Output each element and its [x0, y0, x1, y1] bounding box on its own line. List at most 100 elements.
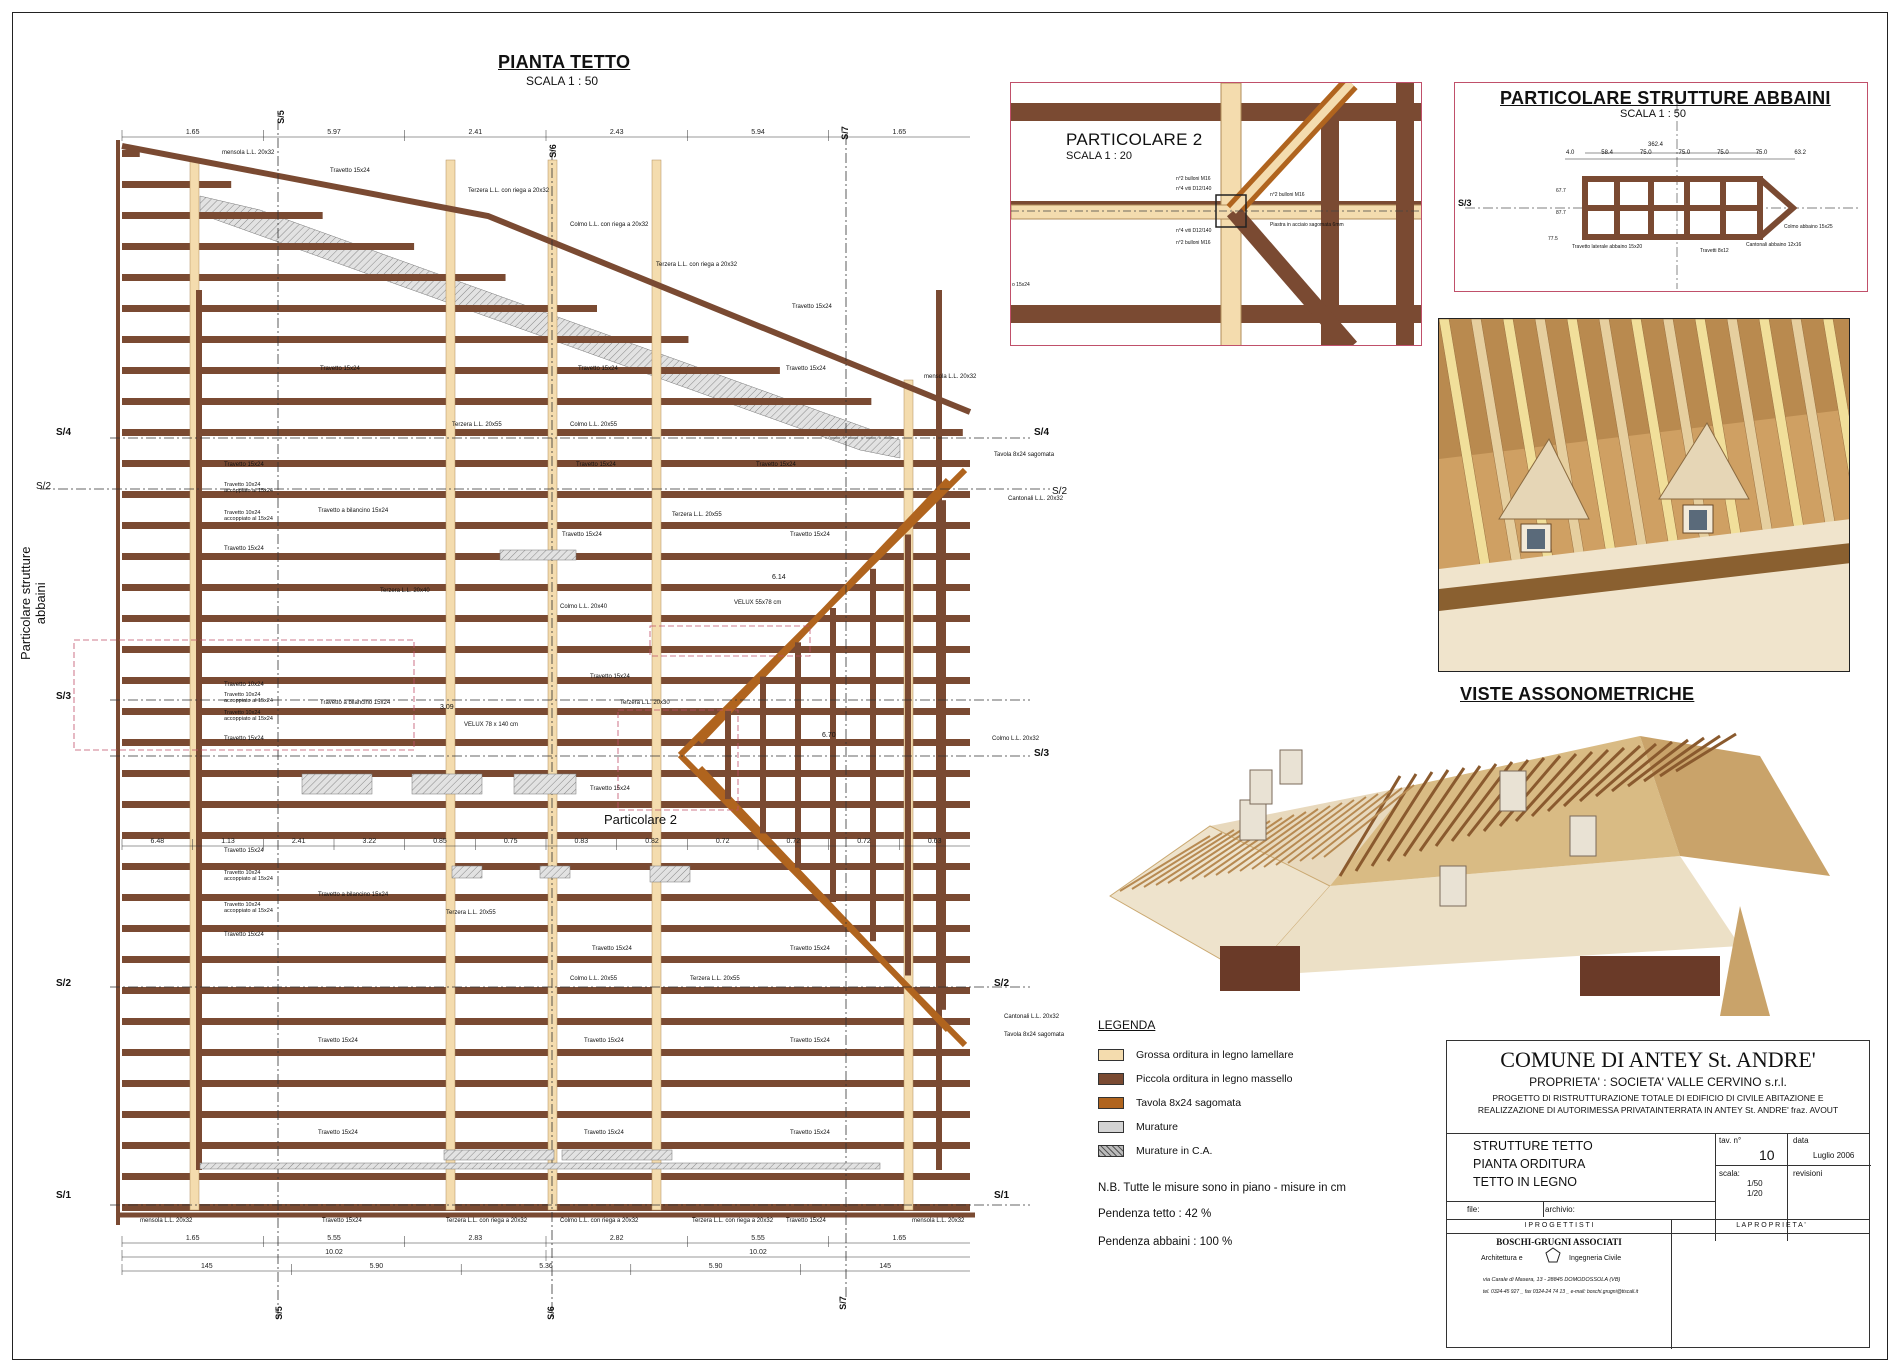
label-tavola-2: Tavola 8x24 sagomata — [1004, 1032, 1065, 1038]
legend-item-tavola: Tavola 8x24 sagomata — [1098, 1094, 1241, 1112]
abbaini-label-cantonali: Cantonali abbaino 12x16 — [1746, 242, 1802, 248]
rafter — [122, 398, 872, 405]
label-travetto-15: Travetto 15x24 — [224, 848, 264, 854]
legend-note: N.B. Tutte le misure sono in piano - mis… — [1098, 1182, 1346, 1194]
legend-item-lamellare: Grossa orditura in legno lamellare — [1098, 1046, 1294, 1064]
p2-note-4: Piastra in acciaio sagomata 6mm — [1270, 222, 1344, 228]
label-travetto-16: Travetto 15x24 — [224, 932, 264, 938]
studio-name: BOSCHI-GRUGNI ASSOCIATI — [1496, 1237, 1622, 1247]
particolare-2-scale: SCALA 1 : 20 — [1066, 150, 1133, 162]
dim-614: 6.14 — [772, 574, 786, 581]
scala-label: scala: — [1719, 1169, 1740, 1178]
purlin — [445, 159, 456, 1211]
section-s2-right: S/2 — [1052, 486, 1068, 497]
label-travetto-1: Travetto 15x24 — [330, 168, 370, 174]
hip-rafter — [697, 477, 951, 745]
section-s6-top: S/6 — [547, 144, 558, 158]
label-travetto-10: Travetto 15x24 — [790, 532, 830, 538]
comune-title: COMUNE DI ANTEY St. ANDRE' — [1500, 1047, 1816, 1072]
mid-dimension: 0.82 — [645, 838, 659, 845]
label-terzera-rieg-1: Terzera L.L. con riega a 20x32 — [468, 188, 550, 194]
title-block: COMUNE DI ANTEY St. ANDRE' PROPRIETA' : … — [1446, 1040, 1871, 1349]
p2-note-1: n°2 bulloni M16 — [1176, 176, 1211, 182]
label-travetto-3: Travetto 15x24 — [320, 366, 360, 372]
mid-dimension: 0.85 — [433, 838, 447, 845]
bottom-dimension-outer: 145 — [879, 1263, 891, 1270]
bottom-dimension-outer: 5.36 — [539, 1263, 553, 1270]
label-travetto-7: Travetto 15x24 — [576, 462, 616, 468]
label-travetto-18: Travetto 15x24 — [790, 946, 830, 952]
label-accoppiato-2: Travetto 10x24 accoppiato al 15x24 — [224, 510, 273, 522]
render-main-drawing — [1109, 732, 1830, 1016]
section-s1-right: S/1 — [994, 1190, 1010, 1201]
rafter — [122, 305, 597, 312]
tav-label: tav. n° — [1719, 1136, 1742, 1145]
masonry-block — [199, 1162, 881, 1170]
label-travetto-20: Travetto 15x24 — [584, 1038, 624, 1044]
scala-2: 1/20 — [1747, 1189, 1763, 1198]
tav-number: 10 — [1759, 1147, 1775, 1163]
abbaini-dim: 75.0 — [1639, 150, 1652, 156]
section-s7-bottom: S/7 — [837, 1296, 848, 1310]
label-travetto-9: Travetto 15x24 — [562, 532, 602, 538]
label-travetto-11: Travetto 15x24 — [224, 546, 264, 552]
label-travetto-21: Travetto 15x24 — [790, 1038, 830, 1044]
file-label: file: — [1467, 1205, 1480, 1214]
abbaini-dim: 4.0 — [1566, 150, 1575, 156]
label-travetto-23: Travetto 15x24 — [584, 1130, 624, 1136]
section-s2-left: S/2 — [36, 481, 52, 492]
p2-note-2: n°4 viti D12/140 — [1176, 186, 1212, 192]
particolare-2-title: PARTICOLARE 2 — [1066, 130, 1203, 149]
masonry-block — [443, 1149, 555, 1161]
label-velux2: VELUX 78 x 140 cm — [464, 722, 519, 728]
abbaini-scale: SCALA 1 : 50 — [1620, 108, 1687, 120]
section-s4-left: S/4 — [56, 427, 72, 438]
rafter — [122, 181, 232, 188]
section-s3-left: S/3 — [56, 691, 72, 702]
rafter — [122, 1142, 970, 1149]
label-mensola-right: mensola L.L. 20x32 — [924, 374, 977, 380]
axonometric-render-main — [1080, 716, 1870, 1016]
rafter — [122, 584, 970, 591]
purlin — [547, 159, 558, 1211]
label-travetto-8: Travetto 15x24 — [756, 462, 796, 468]
views-title: VISTE ASSONOMETRICHE — [1460, 684, 1695, 704]
label-accoppiato-3: Travetto 10x24 accoppiato al 15x24 — [224, 692, 273, 704]
rafter — [122, 1173, 970, 1180]
mid-dimension: 0.72 — [716, 838, 730, 845]
bottom-dimension-total: 10.02 — [749, 1249, 767, 1256]
bottom-dimension: 5.55 — [751, 1235, 765, 1242]
label-terzera-2: Terzera L.L. 20x55 — [672, 512, 722, 518]
label-travetto-14: Travetto 15x24 — [590, 786, 630, 792]
abbaini-label-travetto: Travetto laterale abbaino 15x20 — [1572, 244, 1643, 250]
hip-post — [795, 642, 801, 868]
mid-dimension: 3.22 — [363, 838, 377, 845]
label-colmo-rieg-1: Colmo L.L. con riega a 20x32 — [570, 222, 649, 228]
label-terzera-4: Terzera L.L. 20x55 — [690, 976, 740, 982]
section-s7-top: S/7 — [839, 126, 850, 140]
abbaini-panel — [1454, 82, 1868, 292]
label-accoppiato-1: Travetto 10x24 accoppiato al 15x24 — [224, 482, 273, 494]
abbaini-dim: 75.0 — [1717, 150, 1729, 156]
axonometric-render-top — [1438, 318, 1850, 672]
mid-dimension: 2.41 — [292, 838, 306, 845]
masonry-block — [539, 865, 571, 879]
label-mensola-top: mensola L.L. 20x32 — [222, 150, 275, 156]
section-s5-bottom: S/5 — [273, 1306, 284, 1320]
label-terzera-3: Terzera L.L. 20x55 — [446, 910, 496, 916]
top-dimension: 1.65 — [893, 129, 907, 136]
abbaini-section: S/3 — [1458, 198, 1472, 208]
abbaini-drawing — [1465, 103, 1859, 289]
top-dimension: 2.43 — [610, 129, 624, 136]
label-bilancino-3: Travetto a bilancino 15x24 — [318, 892, 389, 898]
label-travetto-2: Travetto 15x24 — [792, 304, 832, 310]
label-accoppiato-5: Travetto 10x24 accoppiato al 15x24 — [224, 870, 273, 882]
label-mensola-bottom-right: mensola L.L. 20x32 — [912, 1218, 965, 1224]
top-dimension: 2.41 — [469, 129, 483, 136]
rafter — [122, 1080, 970, 1087]
rafter — [122, 1111, 970, 1118]
